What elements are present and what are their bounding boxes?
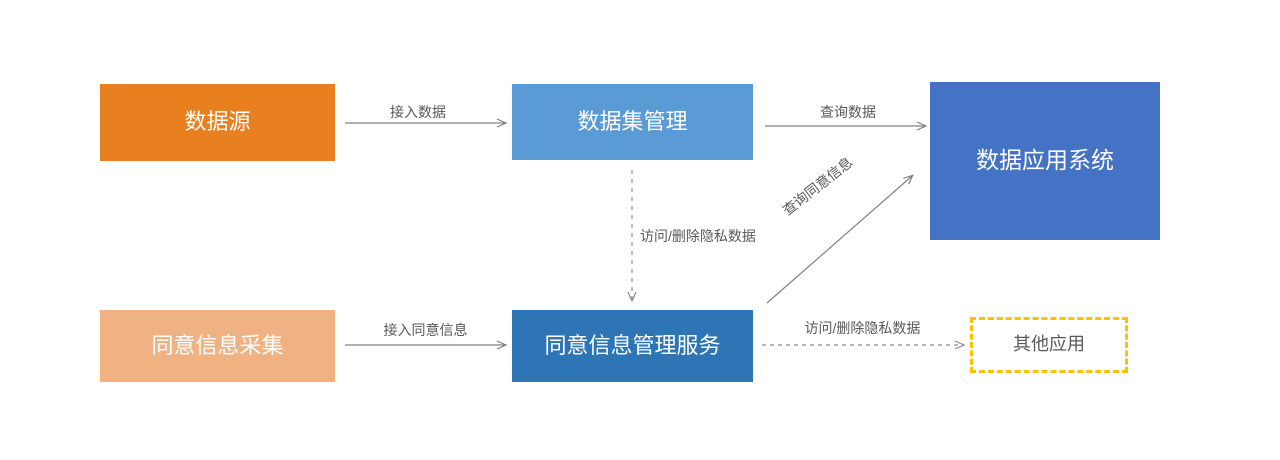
node-data-source[interactable]: 数据源 — [100, 84, 335, 161]
edge-label-ingest-data: 接入数据 — [390, 104, 446, 120]
node-consent-collection-label: 同意信息采集 — [151, 332, 284, 358]
node-data-application-system-label: 数据应用系统 — [976, 147, 1114, 174]
edge-label-query-consent-info: 查询同意信息 — [779, 153, 856, 219]
node-consent-collection[interactable]: 同意信息采集 — [100, 310, 335, 382]
edge-label-ingest-consent-info: 接入同意信息 — [383, 322, 468, 338]
node-other-applications-label: 其他应用 — [1013, 334, 1085, 355]
edge-label-access-delete-private-data-bottom: 访问/删除隐私数据 — [804, 320, 921, 336]
edge-label-query-data: 查询数据 — [820, 104, 876, 120]
node-data-application-system[interactable]: 数据应用系统 — [930, 82, 1160, 240]
node-consent-management-service-label: 同意信息管理服务 — [544, 332, 721, 358]
node-data-source-label: 数据源 — [184, 109, 251, 135]
node-dataset-management-label: 数据集管理 — [577, 108, 688, 134]
edge-label-access-delete-private-data-vertical: 访问/删除隐私数据 — [640, 228, 756, 244]
node-other-applications[interactable]: 其他应用 — [970, 317, 1128, 373]
node-consent-management-service[interactable]: 同意信息管理服务 — [512, 310, 753, 382]
node-dataset-management[interactable]: 数据集管理 — [512, 84, 753, 160]
